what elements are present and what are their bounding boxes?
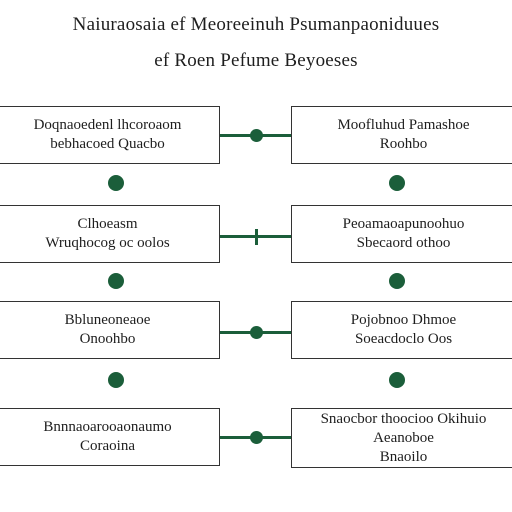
- vertical-dot-right-3: [389, 372, 405, 388]
- connector-tick-row-2: [255, 229, 258, 245]
- node-7-line-2: Coraoina: [80, 438, 135, 454]
- node-2-line-1: Moofluhud Pamashoe: [337, 117, 470, 133]
- node-2-line-2: Roohbo: [379, 136, 428, 152]
- node-4-line-1: Peoamaoapunoohuo: [342, 216, 465, 232]
- node-6-line-2: Soeacdoclo Oos: [354, 331, 453, 347]
- node-box-4: Peoamaoapunoohuo Sbecaord othoo: [291, 205, 512, 263]
- node-5-line-1: Bbluneoneaoe: [64, 312, 151, 328]
- node-7-line-1: Bnnnaoarooaonaumo: [43, 419, 172, 435]
- node-8-line-1: Snaocbor thoocioo Okihuio: [320, 410, 487, 427]
- node-6-line-1: Pojobnoo Dhmoe: [350, 312, 457, 328]
- node-8-line-2: Aeanoboe: [373, 429, 434, 446]
- vertical-dot-left-3: [108, 372, 124, 388]
- connector-dot-row-4: [250, 431, 263, 444]
- node-box-5: Bbluneoneaoe Onoohbo: [0, 301, 220, 359]
- node-box-2: Moofluhud Pamashoe Roohbo: [291, 106, 512, 164]
- node-box-8: Snaocbor thoocioo Okihuio Aeanoboe Bnaoi…: [291, 408, 512, 468]
- vertical-dot-left-2: [108, 273, 124, 289]
- vertical-dot-right-1: [389, 175, 405, 191]
- node-box-7: Bnnnaoarooaonaumo Coraoina: [0, 408, 220, 466]
- connector-dot-row-3: [250, 326, 263, 339]
- vertical-dot-left-1: [108, 175, 124, 191]
- diagram-title-line-2: ef Roen Pefume Beyoeses: [154, 50, 358, 71]
- node-3-line-2: Wruqhocog oc oolos: [45, 235, 170, 251]
- vertical-dot-right-2: [389, 273, 405, 289]
- node-1-line-2: bebhacoed Quacbo: [50, 136, 165, 152]
- node-box-1: Doqnaoedenl lhcoroaom bebhacoed Quacbo: [0, 106, 220, 164]
- node-box-6: Pojobnoo Dhmoe Soeacdoclo Oos: [291, 301, 512, 359]
- connector-dot-row-1: [250, 129, 263, 142]
- diagram-title-line-1: Naiuraosaia ef Meoreeinuh Psumanpaoniduu…: [72, 14, 440, 35]
- node-3-line-1: Clhoeasm: [77, 216, 138, 232]
- node-5-line-2: Onoohbo: [79, 331, 136, 347]
- node-8-line-3: Bnaoilo: [379, 448, 428, 465]
- node-box-3: Clhoeasm Wruqhocog oc oolos: [0, 205, 220, 263]
- node-1-line-1: Doqnaoedenl lhcoroaom: [33, 117, 182, 133]
- node-4-line-2: Sbecaord othoo: [356, 235, 451, 251]
